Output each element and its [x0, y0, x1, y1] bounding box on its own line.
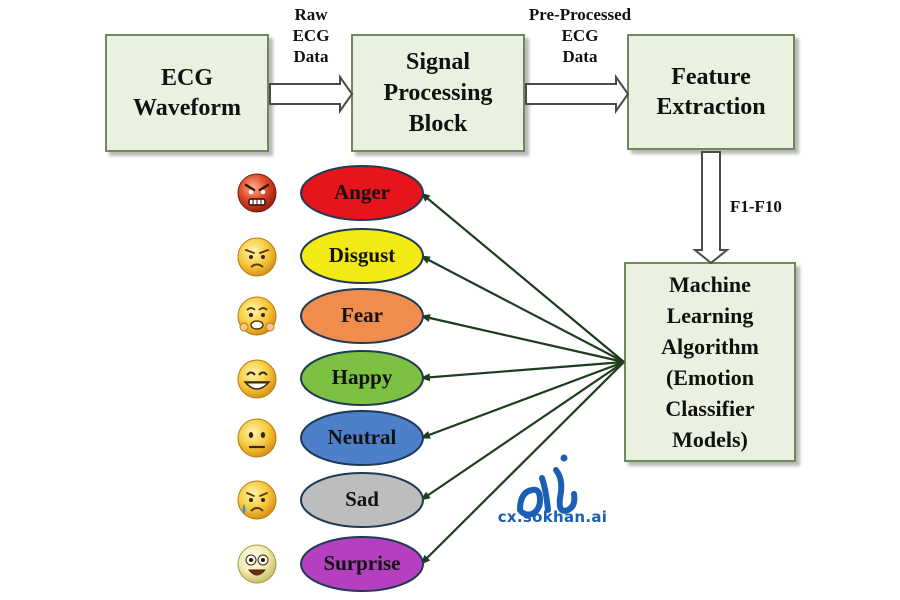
emotion-ellipse-happy	[300, 350, 424, 406]
ml-algorithm-label: Machine Learning Algorithm (Emotion Clas…	[661, 272, 759, 452]
grinning-face-icon	[237, 359, 277, 399]
feature-extraction-label: Feature Extraction	[656, 64, 766, 120]
angry-face-icon	[237, 173, 277, 213]
emotion-label-disgust: Disgust	[328, 243, 396, 267]
ecg-waveform-block: ECG Waveform	[105, 34, 269, 152]
feature-extraction-block: Feature Extraction	[627, 34, 795, 150]
arrow-to-disgust	[420, 255, 625, 363]
emotion-ellipse-surprise	[300, 536, 424, 592]
signal-processing-block: Signal Processing Block	[351, 34, 525, 152]
neutral-face-icon	[237, 418, 277, 458]
sokhan-logo-icon	[516, 454, 578, 518]
emotion-label-sad: Sad	[345, 487, 379, 511]
crying-face-icon	[237, 480, 277, 520]
raw-ecg-data-label: Raw ECG Data	[292, 5, 330, 66]
arrow-to-surprise	[420, 361, 625, 565]
ecg-waveform-label: ECG Waveform	[133, 65, 241, 121]
arrow-to-fear	[420, 314, 625, 364]
watermark: cx.sokhan.ai	[485, 450, 620, 526]
emotion-ellipses	[300, 165, 424, 592]
surprised-face-icon	[237, 544, 277, 584]
emotion-label-fear: Fear	[341, 303, 383, 327]
emotion-label-anger: Anger	[334, 180, 390, 204]
ml-algorithm-block: Machine Learning Algorithm (Emotion Clas…	[624, 262, 796, 462]
emotion-ellipse-disgust	[300, 228, 424, 284]
frowning-face-icon	[237, 237, 277, 277]
emotion-ellipse-fear	[300, 288, 424, 344]
emotion-label-neutral: Neutral	[327, 425, 397, 449]
arrow-raw-ecg	[269, 73, 354, 115]
preprocessed-ecg-data-label: Pre-Processed ECG Data	[528, 5, 632, 66]
emotion-ellipse-sad	[300, 472, 424, 528]
signal-processing-label: Signal Processing Block	[383, 48, 493, 137]
arrow-to-happy	[420, 360, 625, 382]
emotion-ellipse-anger	[300, 165, 424, 221]
classifier-arrows	[420, 192, 625, 565]
features-label: F1-F10	[730, 197, 782, 216]
emotion-label-happy: Happy	[331, 365, 393, 389]
fearful-face-icon	[237, 296, 277, 336]
emotion-label-surprise: Surprise	[323, 551, 401, 575]
watermark-text: cx.sokhan.ai	[497, 508, 608, 526]
arrow-features-down	[692, 151, 730, 265]
emotion-ellipse-neutral	[300, 410, 424, 466]
arrow-to-neutral	[420, 360, 625, 440]
arrow-preprocessed-ecg	[525, 73, 630, 115]
arrow-to-sad	[420, 361, 625, 501]
arrow-to-anger	[420, 192, 625, 363]
